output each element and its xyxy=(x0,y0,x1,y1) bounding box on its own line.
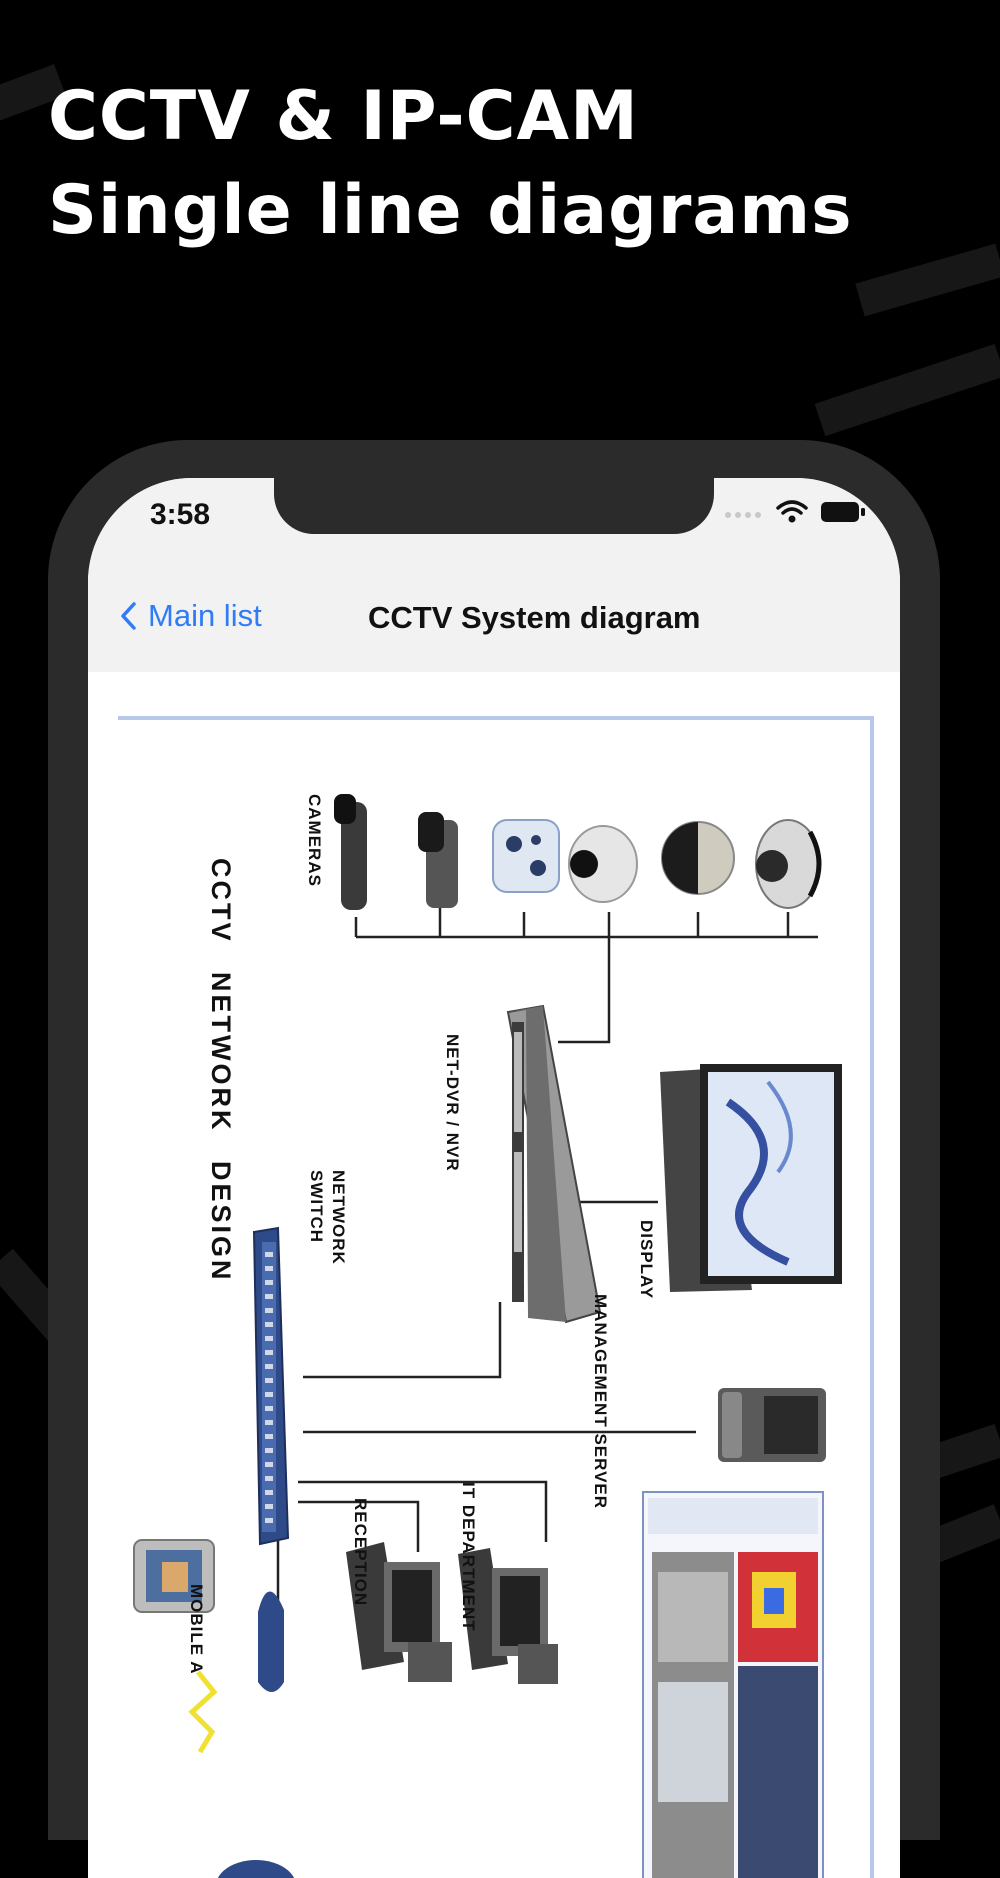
battery-icon xyxy=(821,502,865,522)
nav-title: CCTV System diagram xyxy=(368,600,701,635)
cloud xyxy=(217,1860,295,1878)
label-cameras: CAMERAS xyxy=(305,794,324,887)
display-monitor xyxy=(660,1064,842,1292)
router xyxy=(258,1591,284,1692)
diagram-viewer[interactable]: CCTV NETWORK DESIGN CAMERAS NET-DVR / NV… xyxy=(88,672,900,1878)
camera-1-bullet xyxy=(334,794,367,910)
signal-icon xyxy=(725,512,761,518)
wireless-signal xyxy=(188,1670,218,1754)
headline-line-2: Single line diagrams xyxy=(48,171,853,250)
camera-2-box xyxy=(418,812,458,908)
label-display: DISPLAY xyxy=(637,1220,656,1300)
headline: CCTV & IP-CAM Single line diagrams xyxy=(48,70,853,258)
camera-5-dome xyxy=(661,821,735,895)
status-time: 3:58 xyxy=(150,498,211,531)
headline-line-1: CCTV & IP-CAM xyxy=(48,77,639,156)
status-icons xyxy=(724,500,866,524)
chevron-left-icon xyxy=(121,602,136,630)
label-nvr: NET-DVR / NVR xyxy=(443,1034,462,1172)
phone-mockup: 3:58 xyxy=(48,440,940,1878)
back-button[interactable]: Main list xyxy=(118,598,262,634)
mobile-device xyxy=(133,1539,215,1613)
label-switch-line-2: SWITCH xyxy=(307,1170,326,1244)
label-reception: RECEPTION xyxy=(351,1498,370,1607)
back-button-label: Main list xyxy=(148,598,262,633)
network-switch xyxy=(252,1226,290,1546)
label-mobile: MOBILE A xyxy=(187,1584,206,1675)
nvr-unit xyxy=(506,1004,602,1324)
reception-pc xyxy=(346,1542,452,1682)
label-it-department: IT DEPARTMENT xyxy=(459,1482,478,1632)
label-switch-line-1: NETWORK xyxy=(329,1170,348,1265)
video-wall-screen xyxy=(642,1491,824,1878)
camera-3-ip xyxy=(492,819,560,893)
management-server xyxy=(718,1388,826,1462)
phone-notch xyxy=(274,478,714,534)
it-department-pc xyxy=(458,1548,558,1684)
phone-screen: 3:58 xyxy=(88,478,900,1878)
navigation-bar: Main list CCTV System diagram xyxy=(88,572,900,672)
diagram-title: CCTV NETWORK DESIGN xyxy=(206,858,236,1283)
wifi-icon xyxy=(776,500,808,523)
label-management-server: MANAGEMENT SERVER xyxy=(591,1294,610,1510)
frame-top-border xyxy=(118,716,874,720)
frame-right-border xyxy=(870,716,874,1878)
connection-lines xyxy=(276,908,818,1602)
camera-4-dome xyxy=(568,825,638,903)
camera-6-ptz xyxy=(755,819,822,909)
